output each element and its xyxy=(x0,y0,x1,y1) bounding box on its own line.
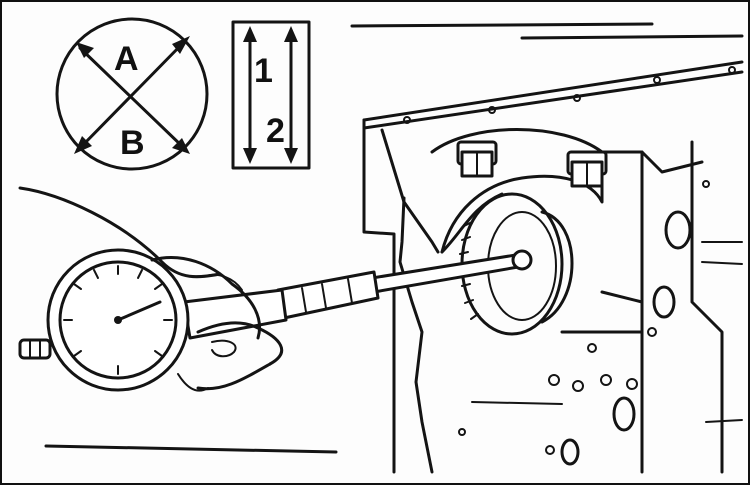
hand xyxy=(18,186,284,392)
cap-bolt-left xyxy=(456,140,498,178)
cross-arrows xyxy=(74,36,190,154)
direction-circle xyxy=(55,17,209,171)
measurement-box xyxy=(231,20,311,170)
dial-indicator xyxy=(18,248,190,392)
engine-block xyxy=(350,22,744,474)
label-b: B xyxy=(120,124,145,162)
measurement-inset: 1 2 xyxy=(231,20,311,170)
vertical-arrows xyxy=(243,26,298,164)
label-2: 2 xyxy=(266,112,285,150)
cap-bolt-right xyxy=(566,150,608,188)
direction-inset: A B xyxy=(55,17,209,171)
ground-line xyxy=(44,444,338,454)
label-a: A xyxy=(114,40,139,78)
label-1: 1 xyxy=(254,52,273,90)
bore-gauge xyxy=(18,248,533,392)
